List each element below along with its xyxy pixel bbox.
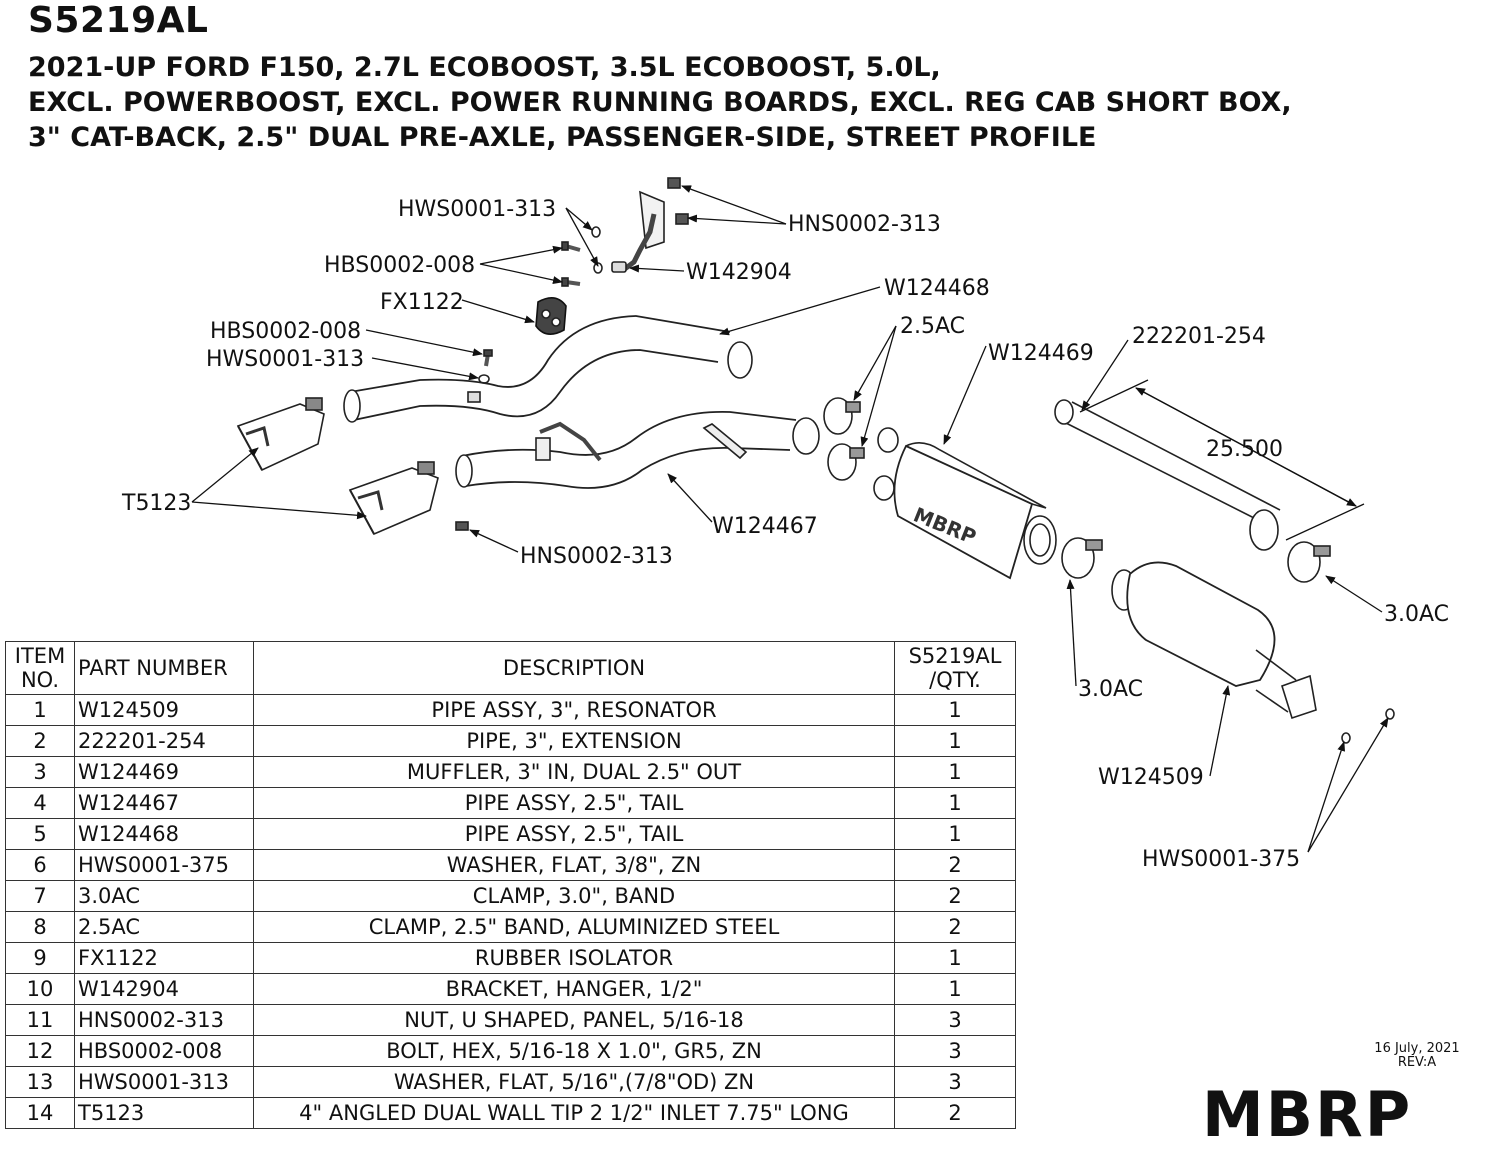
- tail-pipe-upper-part: [343, 315, 753, 423]
- header-description: DESCRIPTION: [253, 641, 895, 695]
- header-qty: S5219AL/QTY.: [894, 641, 1016, 695]
- clamp-3-0-left-part: [1061, 537, 1103, 579]
- callout-w142904: W142904: [686, 260, 792, 285]
- muffler-part: [873, 427, 1057, 580]
- bolt-part: [561, 277, 581, 287]
- washer-part: [591, 226, 601, 238]
- revision-text: REV:A: [1397, 1055, 1437, 1070]
- revision-date-block: 16 July, 2021 REV:A: [1352, 1042, 1482, 1070]
- clamp-2-5-upper-part: [823, 397, 861, 435]
- callout-3-0ac-right: 3.0AC: [1384, 602, 1449, 627]
- callout-fx1122: FX1122: [380, 290, 464, 315]
- page-title: S5219AL: [28, 0, 209, 41]
- bolt-part: [561, 241, 581, 252]
- clamp-3-0-right-part: [1287, 541, 1331, 583]
- bolt-part: [483, 349, 493, 367]
- callout-w124468: W124468: [884, 276, 990, 301]
- leader-lines: [191, 185, 1389, 853]
- washer-part: [1385, 708, 1395, 720]
- tail-pipe-lower-part: [455, 410, 820, 489]
- subtitle-line-2: EXCL. POWERBOOST, EXCL. POWER RUNNING BO…: [28, 87, 1292, 118]
- washer-part: [1341, 732, 1351, 744]
- callout-hns0002-313-top: HNS0002-313: [788, 212, 941, 237]
- date-text: 16 July, 2021: [1374, 1041, 1460, 1056]
- callout-3-0ac-left: 3.0AC: [1078, 677, 1143, 702]
- callout-w124469: W124469: [988, 341, 1094, 366]
- subtitle-line-3: 3" CAT-BACK, 2.5" DUAL PRE-AXLE, PASSENG…: [28, 122, 1097, 153]
- washer-part: [593, 262, 603, 274]
- callout-hws0001-375: HWS0001-375: [1142, 847, 1300, 872]
- callout-hbs0002-008-top: HBS0002-008: [324, 253, 475, 278]
- exhaust-tip-upper-part: [236, 397, 325, 472]
- rubber-isolator-part: [535, 297, 567, 335]
- exhaust-tip-lower-part: [348, 461, 439, 536]
- callout-222201-254: 222201-254: [1132, 324, 1266, 349]
- callout-w124509: W124509: [1098, 765, 1204, 790]
- callout-t5123: T5123: [121, 491, 191, 516]
- u-nut-part: [455, 521, 469, 531]
- hanger-bracket-part: [611, 190, 665, 273]
- callout-2-5ac: 2.5AC: [900, 314, 965, 339]
- callout-w124467: W124467: [712, 514, 818, 539]
- resonator-part: [1111, 561, 1317, 720]
- subtitle-line-1: 2021-UP FORD F150, 2.7L ECOBOOST, 3.5L E…: [28, 52, 941, 83]
- dimension-label: 25.500: [1206, 437, 1283, 462]
- callout-hws0001-313-mid: HWS0001-313: [206, 347, 364, 372]
- clamp-2-5-lower-part: [827, 443, 865, 481]
- parts-artwork: MBRP: [236, 177, 1395, 744]
- extension-pipe-part: [1054, 399, 1281, 551]
- callout-hws0001-313-top: HWS0001-313: [398, 197, 556, 222]
- callout-hns0002-313-bottom: HNS0002-313: [520, 544, 673, 569]
- u-nut-part: [675, 213, 689, 225]
- callout-hbs0002-008-mid: HBS0002-008: [210, 319, 361, 344]
- u-nut-part: [667, 177, 681, 189]
- brand-logo: MBRP: [1202, 1078, 1413, 1151]
- page-subtitle: 2021-UP FORD F150, 2.7L ECOBOOST, 3.5L E…: [28, 50, 1292, 155]
- dimension-lines: [1079, 379, 1365, 541]
- header-part-number: PART NUMBER: [74, 641, 254, 695]
